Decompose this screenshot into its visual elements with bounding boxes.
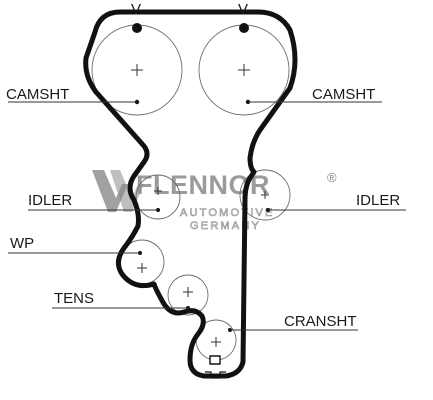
label-camsht-right: CAMSHT: [312, 86, 375, 103]
label-idler-left: IDLER: [28, 192, 72, 209]
idler-pulley-left: [135, 174, 181, 220]
timing-dot-right: [239, 23, 249, 33]
timing-mark-left: V: [131, 1, 141, 18]
label-camsht-left: CAMSHT: [6, 86, 69, 103]
cross-wp: [137, 263, 147, 273]
crank-reference-mark: [205, 371, 226, 379]
watermark-line2: GERMANY: [190, 220, 261, 232]
label-wp: WP: [10, 235, 34, 252]
leader-lines: [8, 101, 406, 331]
flennor-logo-mark: [92, 170, 128, 212]
cross-tens: [183, 287, 193, 297]
timing-mark-right: V: [238, 1, 248, 18]
timing-dot-left: [132, 23, 142, 33]
cross-cam-right: [238, 64, 250, 76]
watermark-registered: ®: [327, 170, 337, 185]
cross-idler-left: [154, 187, 162, 195]
watermark-line1: AUTOMOTIVE: [180, 207, 275, 219]
component-labels: CAMSHT CAMSHT IDLER IDLER WP TENS CRANSH…: [6, 86, 400, 330]
crank-notch-marker: [209, 355, 221, 365]
timing-belt: [83, 9, 298, 379]
label-cransht: CRANSHT: [284, 313, 357, 330]
tensioner-pulley: [167, 274, 209, 316]
flennor-watermark: FLENNOR ® AUTOMOTIVE GERMANY: [92, 170, 337, 232]
label-idler-right: IDLER: [356, 192, 400, 209]
pulley-centres: [131, 64, 269, 347]
cross-crank: [211, 337, 221, 347]
cross-cam-left: [131, 64, 143, 76]
idler-pulley-right: [239, 169, 291, 221]
label-tens: TENS: [54, 290, 94, 307]
pulleys: [91, 24, 291, 361]
cross-idler-right: [261, 191, 269, 199]
